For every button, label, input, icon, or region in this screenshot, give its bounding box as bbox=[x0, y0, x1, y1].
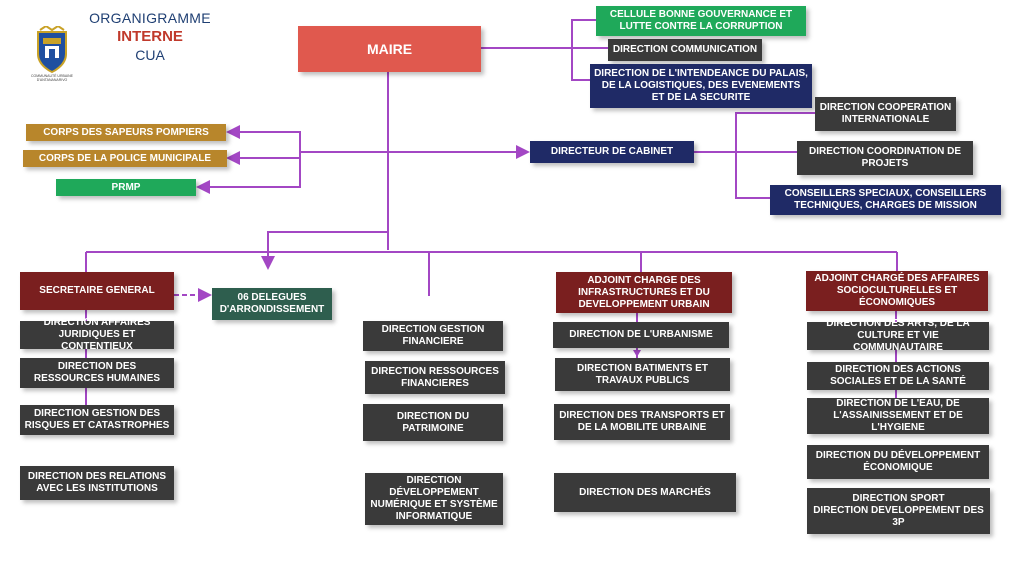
title-line-3: CUA bbox=[135, 47, 165, 63]
cabinet-director[interactable]: DIRECTEUR DE CABINET bbox=[530, 141, 694, 163]
risk-management-direction[interactable]: DIRECTION GESTION DES RISQUES ET CATASTR… bbox=[20, 405, 174, 435]
heritage-direction[interactable]: DIRECTION DU PATRIMOINE bbox=[363, 404, 503, 441]
connector-advisers bbox=[735, 152, 770, 199]
sport-3p-direction[interactable]: DIRECTION SPORT DIRECTION DEVELOPPEMENT … bbox=[807, 488, 990, 534]
markets-direction[interactable]: DIRECTION DES MARCHÉS bbox=[554, 473, 736, 512]
legal-affairs-direction[interactable]: DIRECTION AFFAIRES JURIDIQUES ET CONTENT… bbox=[20, 317, 174, 352]
special-advisers[interactable]: CONSEILLERS SPECIAUX, CONSEILLERS TECHNI… bbox=[770, 185, 1001, 215]
good-governance-cell[interactable]: CELLULE BONNE GOUVERNANCE ET LUTTE CONTR… bbox=[596, 6, 806, 36]
digital-development-direction[interactable]: DIRECTION DÉVELOPPEMENT NUMÉRIQUE ET SYS… bbox=[365, 473, 503, 525]
title-line-2: INTERNE bbox=[117, 28, 183, 45]
arrondissement-delegates[interactable]: 06 DELEGUES D'ARRONDISSEMENT bbox=[212, 288, 332, 320]
communication-direction[interactable]: DIRECTION COMMUNICATION bbox=[608, 39, 762, 61]
public-works-direction[interactable]: DIRECTION BATIMENTS ET TRAVAUX PUBLICS bbox=[555, 358, 730, 391]
economic-development-direction[interactable]: DIRECTION DU DÉVELOPPEMENT ÉCONOMIQUE bbox=[807, 445, 989, 479]
arts-culture-direction[interactable]: DIRECTION DES ARTS, DE LA CULTURE ET VIE… bbox=[807, 318, 989, 353]
human-resources-direction[interactable]: DIRECTION DES RESSOURCES HUMAINES bbox=[20, 358, 174, 388]
municipal-police-corps[interactable]: CORPS DE LA POLICE MUNICIPALE bbox=[23, 150, 227, 167]
financial-resources-direction[interactable]: DIRECTION RESSOURCES FINANCIERES bbox=[365, 361, 505, 394]
title-line-1: ORGANIGRAMME bbox=[89, 10, 211, 26]
connector-prmp bbox=[196, 158, 301, 194]
prmp-box[interactable]: PRMP bbox=[56, 179, 196, 196]
financial-management-direction[interactable]: DIRECTION GESTION FINANCIERE bbox=[363, 321, 503, 351]
connector-coop bbox=[694, 112, 815, 153]
connector-intendance bbox=[571, 48, 590, 81]
connector-police bbox=[226, 151, 301, 165]
sport-direction-label: DIRECTION SPORT bbox=[852, 493, 945, 504]
water-sanitation-direction[interactable]: DIRECTION DE L'EAU, DE L'ASSAINISSEMENT … bbox=[807, 398, 989, 434]
connector-firefighters bbox=[226, 125, 388, 153]
logo-caption: COMMUNAUTÉ URBAINE D'ANTANANARIVO bbox=[30, 74, 73, 82]
social-health-direction[interactable]: DIRECTION DES ACTIONS SOCIALES ET DE LA … bbox=[807, 362, 989, 390]
sociocultural-deputy[interactable]: ADJOINT CHARGÉ DES AFFAIRES SOCIOCULTURE… bbox=[806, 271, 988, 311]
institutions-relations-direction[interactable]: DIRECTION DES RELATIONS AVEC LES INSTITU… bbox=[20, 466, 174, 500]
transport-mobility-direction[interactable]: DIRECTION DES TRANSPORTS ET DE LA MOBILI… bbox=[554, 404, 730, 440]
projects-coordination-direction[interactable]: DIRECTION COORDINATION DE PROJETS bbox=[797, 141, 973, 175]
city-crest-icon bbox=[32, 24, 72, 76]
firefighters-corps[interactable]: CORPS DES SAPEURS POMPIERS bbox=[26, 124, 226, 141]
connector-good-governance bbox=[481, 19, 596, 49]
intendance-direction[interactable]: DIRECTION DE L'INTENDEANCE DU PALAIS, DE… bbox=[590, 64, 812, 108]
page-title: ORGANIGRAMME INTERNE CUA bbox=[80, 10, 220, 63]
connector-arrondissement bbox=[261, 231, 388, 270]
3p-direction-label: DIRECTION DEVELOPPEMENT DES 3P bbox=[813, 505, 984, 528]
secretary-general[interactable]: SECRETAIRE GENERAL bbox=[20, 272, 174, 310]
cooperation-direction[interactable]: DIRECTION COOPERATION INTERNATIONALE bbox=[815, 97, 956, 131]
mayor-box[interactable]: MAIRE bbox=[298, 26, 481, 72]
infrastructure-deputy[interactable]: ADJOINT CHARGE DES INFRASTRUCTURES ET DU… bbox=[556, 272, 732, 313]
urban-planning-direction[interactable]: DIRECTION DE L'URBANISME bbox=[553, 322, 729, 348]
